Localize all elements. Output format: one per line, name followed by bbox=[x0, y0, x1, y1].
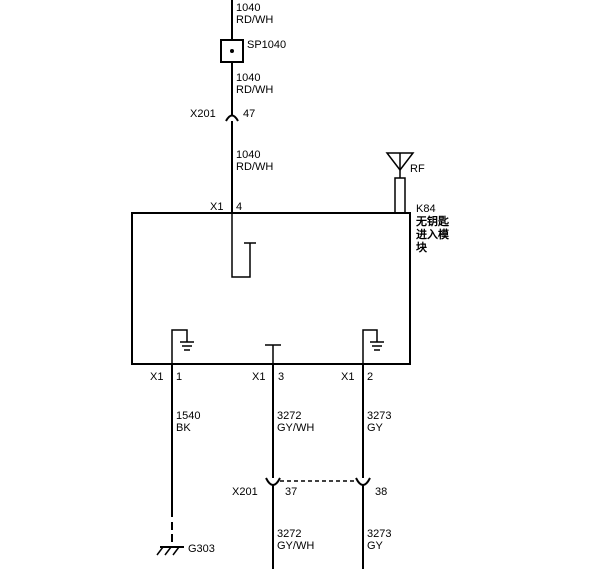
module-name-line2: 进入模 bbox=[416, 227, 450, 241]
connector-x201-47 bbox=[225, 114, 239, 122]
wire-top-color-1: RD/WH bbox=[236, 14, 273, 26]
internal-ground-pin2 bbox=[362, 329, 378, 364]
antenna-connector bbox=[394, 177, 406, 214]
wire-pin2-lower-color: GY bbox=[367, 540, 384, 552]
chassis-ground-tick2 bbox=[164, 546, 172, 556]
wire-pin3-lower-color: GY/WH bbox=[277, 540, 314, 552]
wire-pin3-upper-circuit: 3272 bbox=[277, 410, 301, 422]
module-name-line3: 块 bbox=[416, 240, 428, 254]
wire-top-circuit-2: 1040 bbox=[236, 72, 260, 84]
module-id: K84 bbox=[416, 203, 436, 215]
connector-x1-1-pin: 1 bbox=[176, 371, 182, 383]
wire-pin1-circuit: 1540 bbox=[176, 410, 200, 422]
connector-x201-bottom-pin-left: 37 bbox=[285, 486, 297, 498]
wire-pin3-upper-color: GY/WH bbox=[277, 422, 314, 434]
wire-pin3-lower-circuit: 3272 bbox=[277, 528, 301, 540]
connector-x1-2-name: X1 bbox=[341, 371, 354, 383]
connector-x1-2-pin: 2 bbox=[367, 371, 373, 383]
chassis-ground-tick1 bbox=[156, 546, 164, 556]
connector-x201-top-name: X201 bbox=[190, 108, 216, 120]
connector-x1-3-pin: 3 bbox=[278, 371, 284, 383]
internal-switch-icon bbox=[231, 213, 256, 278]
connector-x201-37 bbox=[265, 477, 281, 486]
splice-label: SP1040 bbox=[247, 39, 286, 51]
internal-ground-pin1 bbox=[171, 329, 188, 364]
connector-x201-top-pin: 47 bbox=[243, 108, 255, 120]
connector-x1-4-name: X1 bbox=[210, 201, 223, 213]
wire-top-color-3: RD/WH bbox=[236, 161, 273, 173]
connector-x201-bottom-pin-right: 38 bbox=[375, 486, 387, 498]
wire-top-circuit-3: 1040 bbox=[236, 149, 260, 161]
wire-pin2-upper-circuit: 3273 bbox=[367, 410, 391, 422]
connector-x1-1-name: X1 bbox=[150, 371, 163, 383]
wire-pin2-upper-color: GY bbox=[367, 422, 384, 434]
ground-label: G303 bbox=[188, 543, 215, 555]
connector-x1-4-pin: 4 bbox=[236, 201, 242, 213]
wire-top-color-2: RD/WH bbox=[236, 84, 273, 96]
module-k84-box bbox=[131, 212, 411, 365]
connector-x201-38 bbox=[355, 477, 371, 486]
wire-top-circuit-1: 1040 bbox=[236, 2, 260, 14]
wire-pin1-color: BK bbox=[176, 422, 191, 434]
chassis-ground-tick3 bbox=[172, 546, 180, 556]
connector-x1-3-name: X1 bbox=[252, 371, 265, 383]
wire-pin2-lower-circuit: 3273 bbox=[367, 528, 391, 540]
module-name-line1: 无钥匙 bbox=[415, 214, 450, 228]
antenna-label: RF bbox=[410, 163, 425, 175]
splice-dot bbox=[230, 49, 234, 53]
connector-x201-bottom-name: X201 bbox=[232, 486, 258, 498]
